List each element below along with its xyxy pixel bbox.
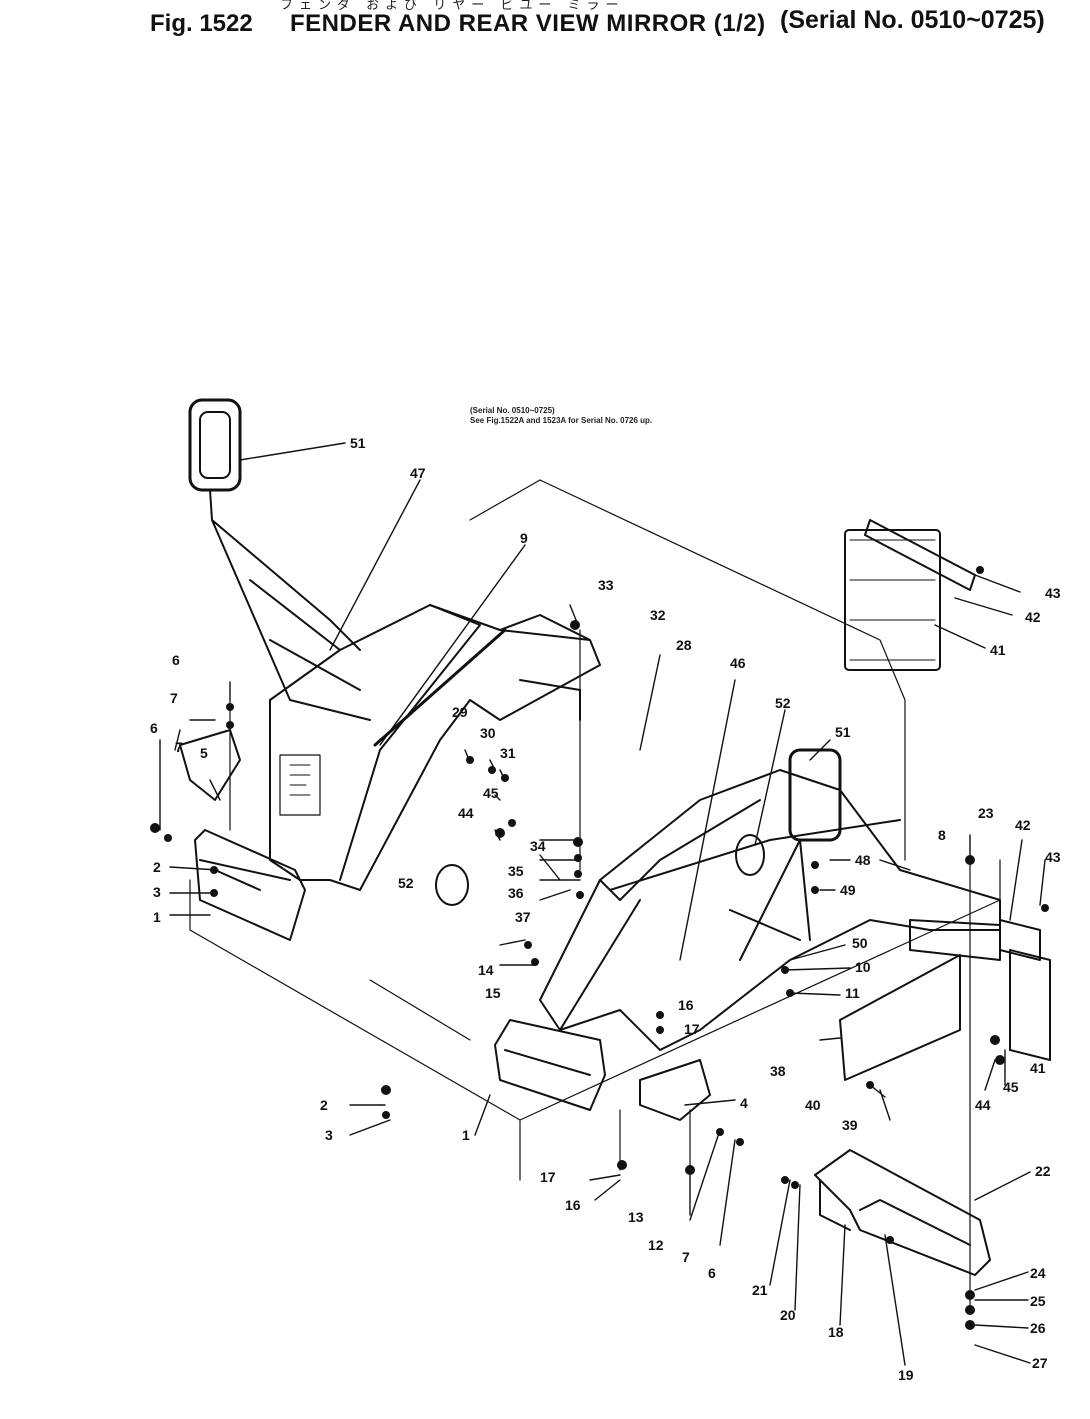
callout-6: 6 [172, 652, 180, 668]
step-bracket [814, 1149, 991, 1276]
callout-7: 7 [170, 690, 178, 706]
callout-3b: 3 [325, 1127, 333, 1143]
callout-17b: 17 [540, 1169, 556, 1185]
callout-20: 20 [780, 1307, 796, 1323]
callout-38: 38 [770, 1063, 786, 1079]
callout-3: 3 [153, 884, 161, 900]
callout-31: 31 [500, 745, 516, 761]
callout-50: 50 [852, 935, 868, 951]
callout-12: 12 [648, 1237, 664, 1253]
callout-27: 27 [1032, 1355, 1048, 1371]
callout-46: 46 [730, 655, 746, 671]
callout-1: 1 [153, 909, 161, 925]
callout-36: 36 [508, 885, 524, 901]
callout-15: 15 [485, 985, 501, 1001]
fastener-dots [150, 566, 1049, 1330]
callout-21: 21 [752, 1282, 768, 1298]
callout-34: 34 [530, 838, 546, 854]
callout-8: 8 [938, 827, 946, 843]
japanese-title: フェンダ および リヤー ビユー ミラー [280, 0, 625, 13]
callout-22: 22 [1035, 1163, 1051, 1179]
callout-43b: 43 [1045, 849, 1061, 865]
callout-39: 39 [842, 1117, 858, 1133]
callout-14: 14 [478, 962, 494, 978]
callout-7b: 7 [175, 739, 183, 755]
callout-2: 2 [153, 859, 161, 875]
callout-30: 30 [480, 725, 496, 741]
left-mirror-assembly [188, 398, 371, 721]
callout-labels: 51 47 9 33 32 28 46 52 51 43 42 41 6 7 6… [150, 435, 1061, 1383]
serial-note-line-1: (Serial No. 0510~0725) [470, 406, 555, 415]
callout-24: 24 [1030, 1265, 1046, 1281]
callout-10: 10 [855, 959, 871, 975]
reflector-plates [844, 519, 1051, 1061]
serial-note-line-2: See Fig.1522A and 1523A for Serial No. 0… [470, 416, 653, 425]
callout-41: 41 [990, 642, 1006, 658]
callout-45b: 45 [1003, 1079, 1019, 1095]
callout-44b: 44 [975, 1097, 991, 1113]
callout-4: 4 [740, 1095, 748, 1111]
callout-51: 51 [350, 435, 366, 451]
callout-17: 17 [684, 1021, 700, 1037]
callout-23: 23 [978, 805, 994, 821]
right-lamp-assembly [494, 919, 1001, 1121]
figure-title: FENDER AND REAR VIEW MIRROR (1/2) [290, 10, 766, 37]
callout-16: 16 [678, 997, 694, 1013]
callout-6b: 6 [150, 720, 158, 736]
callout-26: 26 [1030, 1320, 1046, 1336]
callout-6c: 6 [708, 1265, 716, 1281]
callout-48: 48 [855, 852, 871, 868]
callout-42b: 42 [1015, 817, 1031, 833]
callout-11: 11 [845, 985, 860, 1001]
callout-28: 28 [676, 637, 692, 653]
left-lamp-assembly [179, 729, 306, 941]
callout-29: 29 [452, 704, 468, 720]
callout-41b: 41 [1030, 1060, 1046, 1076]
callout-52b: 52 [398, 875, 414, 891]
center-fender [435, 748, 1001, 1051]
figure-number: Fig. 1522 [150, 10, 253, 37]
figure-header: フェンダ および リヤー ビユー ミラー Fig. 1522 FENDER AN… [0, 0, 1090, 48]
callout-7c: 7 [682, 1249, 690, 1265]
callout-51b: 51 [835, 724, 851, 740]
callout-32: 32 [650, 607, 666, 623]
callout-1b: 1 [462, 1127, 470, 1143]
callout-52: 52 [775, 695, 791, 711]
callout-43: 43 [1045, 585, 1061, 601]
serial-note: (Serial No. 0510~0725) See Fig.1522A and… [470, 406, 652, 426]
callout-44: 44 [458, 805, 474, 821]
callout-37: 37 [515, 909, 531, 925]
callout-5: 5 [200, 745, 208, 761]
callout-13: 13 [628, 1209, 644, 1225]
callout-42: 42 [1025, 609, 1041, 625]
callout-2b: 2 [320, 1097, 328, 1113]
callout-33: 33 [598, 577, 614, 593]
callout-25: 25 [1030, 1293, 1046, 1309]
callout-16b: 16 [565, 1197, 581, 1213]
serial-range: (Serial No. 0510~0725) [780, 6, 1045, 34]
callout-18: 18 [828, 1324, 844, 1340]
callout-40: 40 [805, 1097, 821, 1113]
callout-35: 35 [508, 863, 524, 879]
machine-outline [189, 479, 1001, 1181]
left-fender [269, 604, 601, 891]
callout-49: 49 [840, 882, 856, 898]
callout-9: 9 [520, 530, 528, 546]
callout-47: 47 [410, 465, 426, 481]
callout-45: 45 [483, 785, 499, 801]
bolt-center-lines [229, 629, 971, 1311]
callout-19: 19 [898, 1367, 914, 1383]
